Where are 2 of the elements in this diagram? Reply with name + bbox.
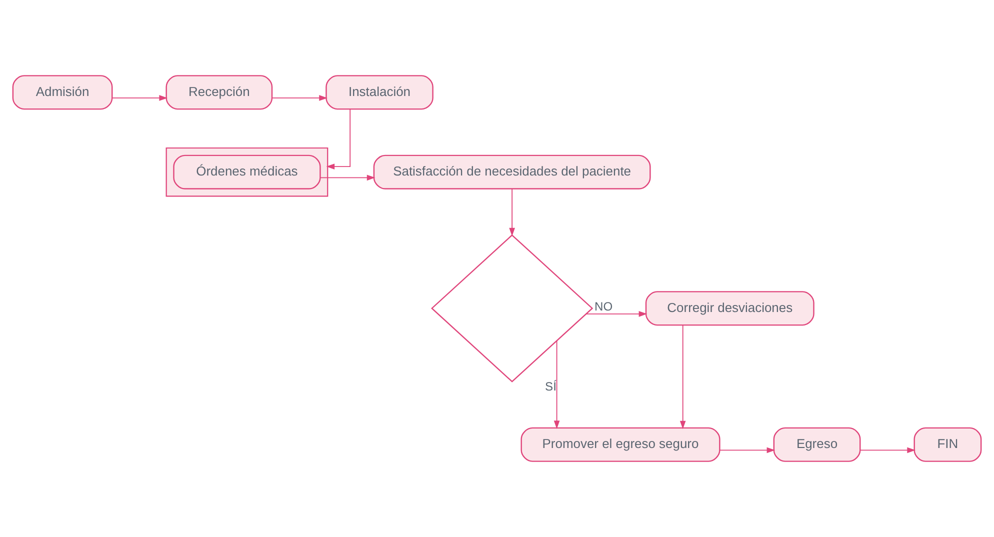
- edge-label: SÍ: [545, 380, 556, 394]
- edge-label: NO: [594, 300, 613, 314]
